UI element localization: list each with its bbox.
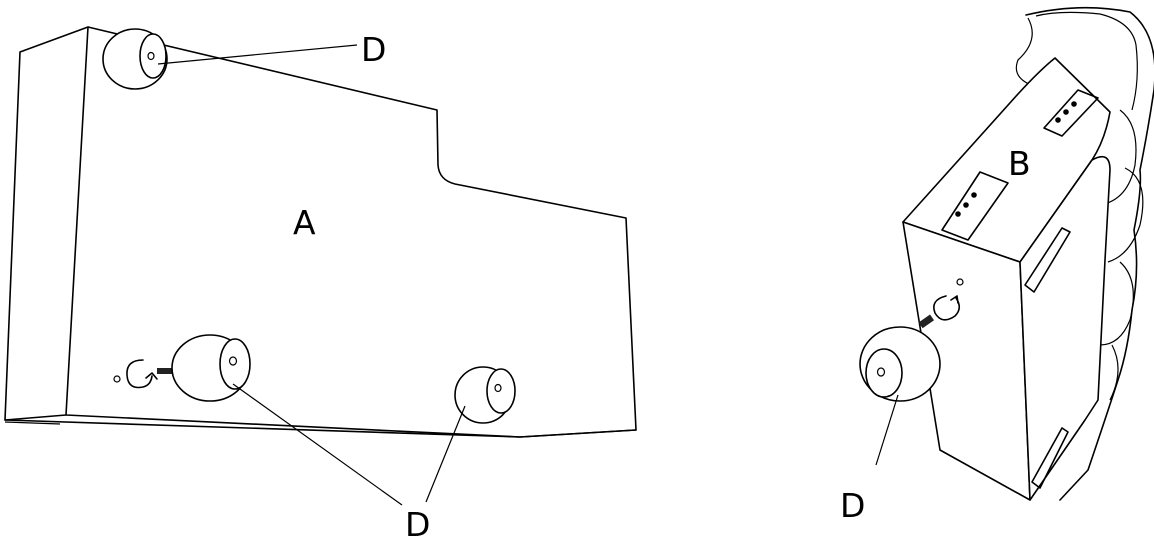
panel-a-leaders bbox=[157, 44, 466, 506]
panel-b-leader bbox=[875, 394, 899, 466]
panel-a-bottom-face bbox=[4, 419, 637, 438]
rotate-dot-icon bbox=[113, 375, 121, 383]
knob-shaft bbox=[157, 368, 177, 374]
panel-b-handle-lower bbox=[1031, 427, 1069, 489]
panel-a-knob-bottom-right bbox=[454, 366, 516, 424]
panel-a-knob-top bbox=[102, 28, 168, 90]
panel-a-box bbox=[4, 26, 637, 438]
panel-b-label: B bbox=[1008, 144, 1031, 183]
panel-b-strap bbox=[1025, 6, 1154, 501]
panel-b-box bbox=[902, 6, 1154, 501]
panel-a-knob-bottom-left bbox=[113, 334, 251, 402]
callout-top-label: D bbox=[361, 30, 386, 69]
panel-a-label: A bbox=[293, 203, 316, 242]
panel-b-knob bbox=[859, 278, 964, 402]
panel-b-side-face bbox=[1019, 155, 1111, 501]
callout-right-label: D bbox=[840, 486, 865, 525]
panel-b-rail-1 bbox=[941, 171, 1009, 241]
rotate-dot-icon-b bbox=[956, 278, 964, 286]
panel-b-handle-upper bbox=[1024, 227, 1071, 293]
panel-a-side-face bbox=[4, 26, 89, 421]
rotate-arrow-icon-b bbox=[933, 295, 961, 321]
callout-bottom-label: D bbox=[405, 505, 430, 543]
rotate-arrow-icon bbox=[126, 359, 153, 389]
panel-b-rail-2 bbox=[1043, 89, 1099, 137]
knob-shaft-b bbox=[918, 314, 935, 329]
